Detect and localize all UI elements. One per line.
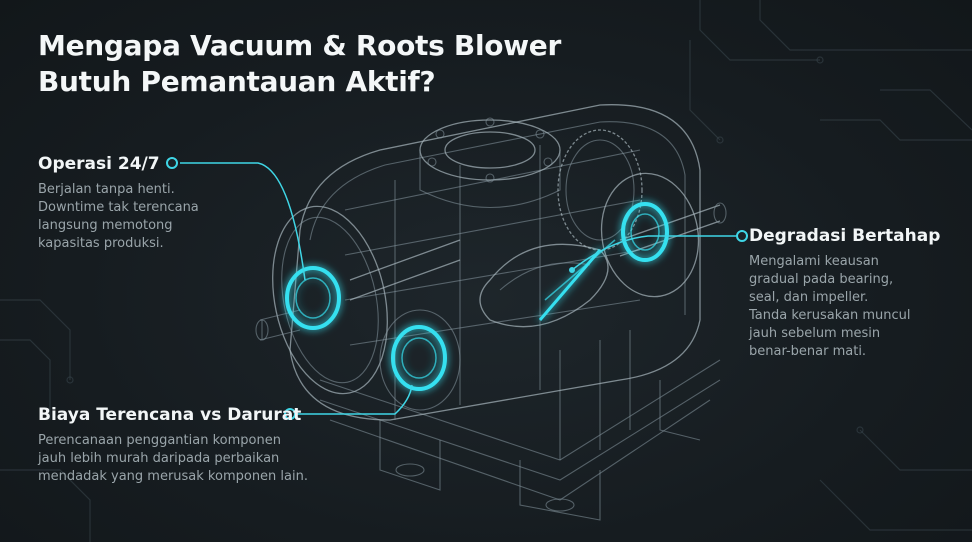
callout-cost: Biaya Terencana vs Darurat Perencanaan p… bbox=[38, 404, 308, 486]
callout-cost-body: Perencanaan penggantian komponen jauh le… bbox=[38, 432, 308, 486]
callout-degradation-line: jauh sebelum mesin bbox=[749, 326, 881, 341]
title-line-2: Butuh Pemantauan Aktif? bbox=[38, 65, 436, 98]
callout-operation-heading: Operasi 24/7 bbox=[38, 154, 160, 174]
callout-operation-line: kapasitas produksi. bbox=[38, 236, 164, 251]
leader-operation bbox=[166, 157, 306, 281]
callout-operation: Operasi 24/7 Berjalan tanpa henti. Downt… bbox=[38, 153, 199, 253]
callout-degradation-body: Mengalami keausan gradual pada bearing, … bbox=[749, 253, 940, 361]
callout-cost-heading: Biaya Terencana vs Darurat bbox=[38, 405, 302, 425]
rotor-lobes bbox=[349, 202, 727, 328]
callout-cost-line: mendadak yang merusak komponen lain. bbox=[38, 469, 308, 484]
page-title: Mengapa Vacuum & Roots Blower Butuh Pema… bbox=[38, 28, 598, 100]
impeller-glow bbox=[538, 239, 616, 321]
callout-degradation-line: benar-benar mati. bbox=[749, 344, 867, 359]
bearing-glow-right bbox=[621, 202, 669, 262]
callout-operation-body: Berjalan tanpa henti. Downtime tak teren… bbox=[38, 181, 199, 253]
housing bbox=[289, 104, 701, 421]
bearing-glow-bottom bbox=[391, 325, 447, 391]
callout-degradation-line: gradual pada bearing, bbox=[749, 272, 894, 287]
callout-degradation-line: seal, dan impeller. bbox=[749, 290, 869, 305]
callout-cost-line: Perencanaan penggantian komponen bbox=[38, 433, 281, 448]
title-line-1: Mengapa Vacuum & Roots Blower bbox=[38, 29, 561, 62]
callout-degradation-heading: Degradasi Bertahap bbox=[749, 226, 941, 246]
base-frame bbox=[319, 330, 721, 521]
callout-operation-line: langsung memotong bbox=[38, 218, 173, 233]
callout-degradation: Degradasi Bertahap Mengalami keausan gra… bbox=[749, 225, 940, 361]
callout-operation-line: Downtime tak terencana bbox=[38, 200, 199, 215]
leader-degradation bbox=[569, 230, 748, 273]
callout-degradation-line: Mengalami keausan bbox=[749, 254, 879, 269]
bearing-glow-left bbox=[285, 266, 341, 330]
inlet-flange bbox=[419, 117, 561, 208]
callout-operation-line: Berjalan tanpa henti. bbox=[38, 182, 175, 197]
leader-cost bbox=[284, 384, 413, 420]
callout-cost-line: jauh lebih murah daripada perbaikan bbox=[38, 451, 280, 466]
callout-degradation-line: Tanda kerusakan muncul bbox=[749, 308, 911, 323]
